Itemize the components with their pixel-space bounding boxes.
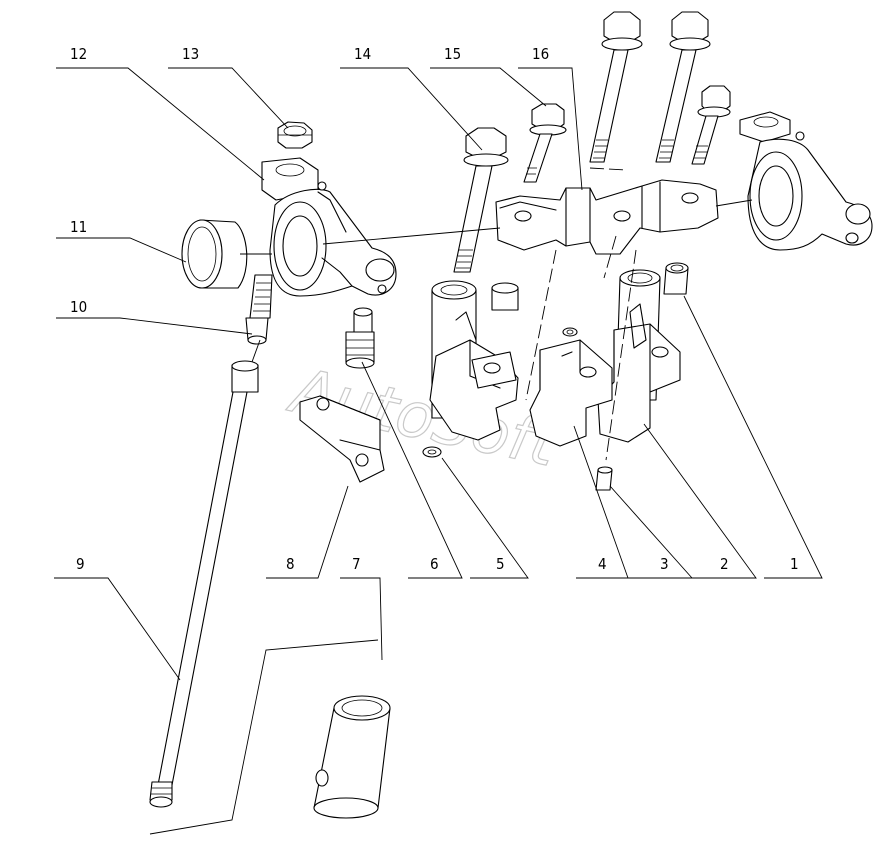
part-7-tappet [313, 695, 391, 819]
callout-10: 10 [70, 298, 87, 316]
part-6-spring [345, 307, 375, 369]
part-11-bushing [181, 219, 248, 289]
alignment-lines [240, 167, 753, 461]
callout-6: 6 [430, 555, 439, 573]
part-16-rocker-shaft [495, 179, 719, 255]
part-5-left-support [422, 311, 519, 458]
callout-labels: 12 13 14 15 16 11 10 9 8 7 6 5 4 3 2 1 [70, 45, 799, 573]
part-15-short-bolt [523, 103, 567, 183]
callout-15: 15 [444, 45, 461, 63]
part-12-left-rocker-arm [261, 157, 397, 297]
part-1-dowel [663, 262, 689, 295]
callout-12: 12 [70, 45, 87, 63]
callout-5: 5 [496, 555, 505, 573]
callout-1: 1 [790, 555, 799, 573]
callout-4: 4 [598, 555, 607, 573]
callout-8: 8 [286, 555, 295, 573]
part-3-small-dowel [595, 466, 613, 491]
part-13-nut [277, 121, 313, 149]
part-9-push-rod [149, 360, 259, 808]
callout-9: 9 [76, 555, 85, 573]
callout-2: 2 [720, 555, 729, 573]
part-4-center-support [529, 327, 613, 447]
callout-14: 14 [354, 45, 371, 63]
callout-7: 7 [352, 555, 361, 573]
top-bolts [589, 11, 731, 165]
callout-leaders [54, 67, 823, 835]
callout-3: 3 [660, 555, 669, 573]
part-14-long-bolt [453, 127, 509, 273]
callout-11: 11 [70, 218, 87, 236]
part-10-adjusting-screw [245, 274, 273, 345]
callout-16: 16 [532, 45, 549, 63]
part-8-bracket [299, 395, 385, 483]
callout-13: 13 [182, 45, 199, 63]
right-rocker-arm [739, 111, 873, 251]
